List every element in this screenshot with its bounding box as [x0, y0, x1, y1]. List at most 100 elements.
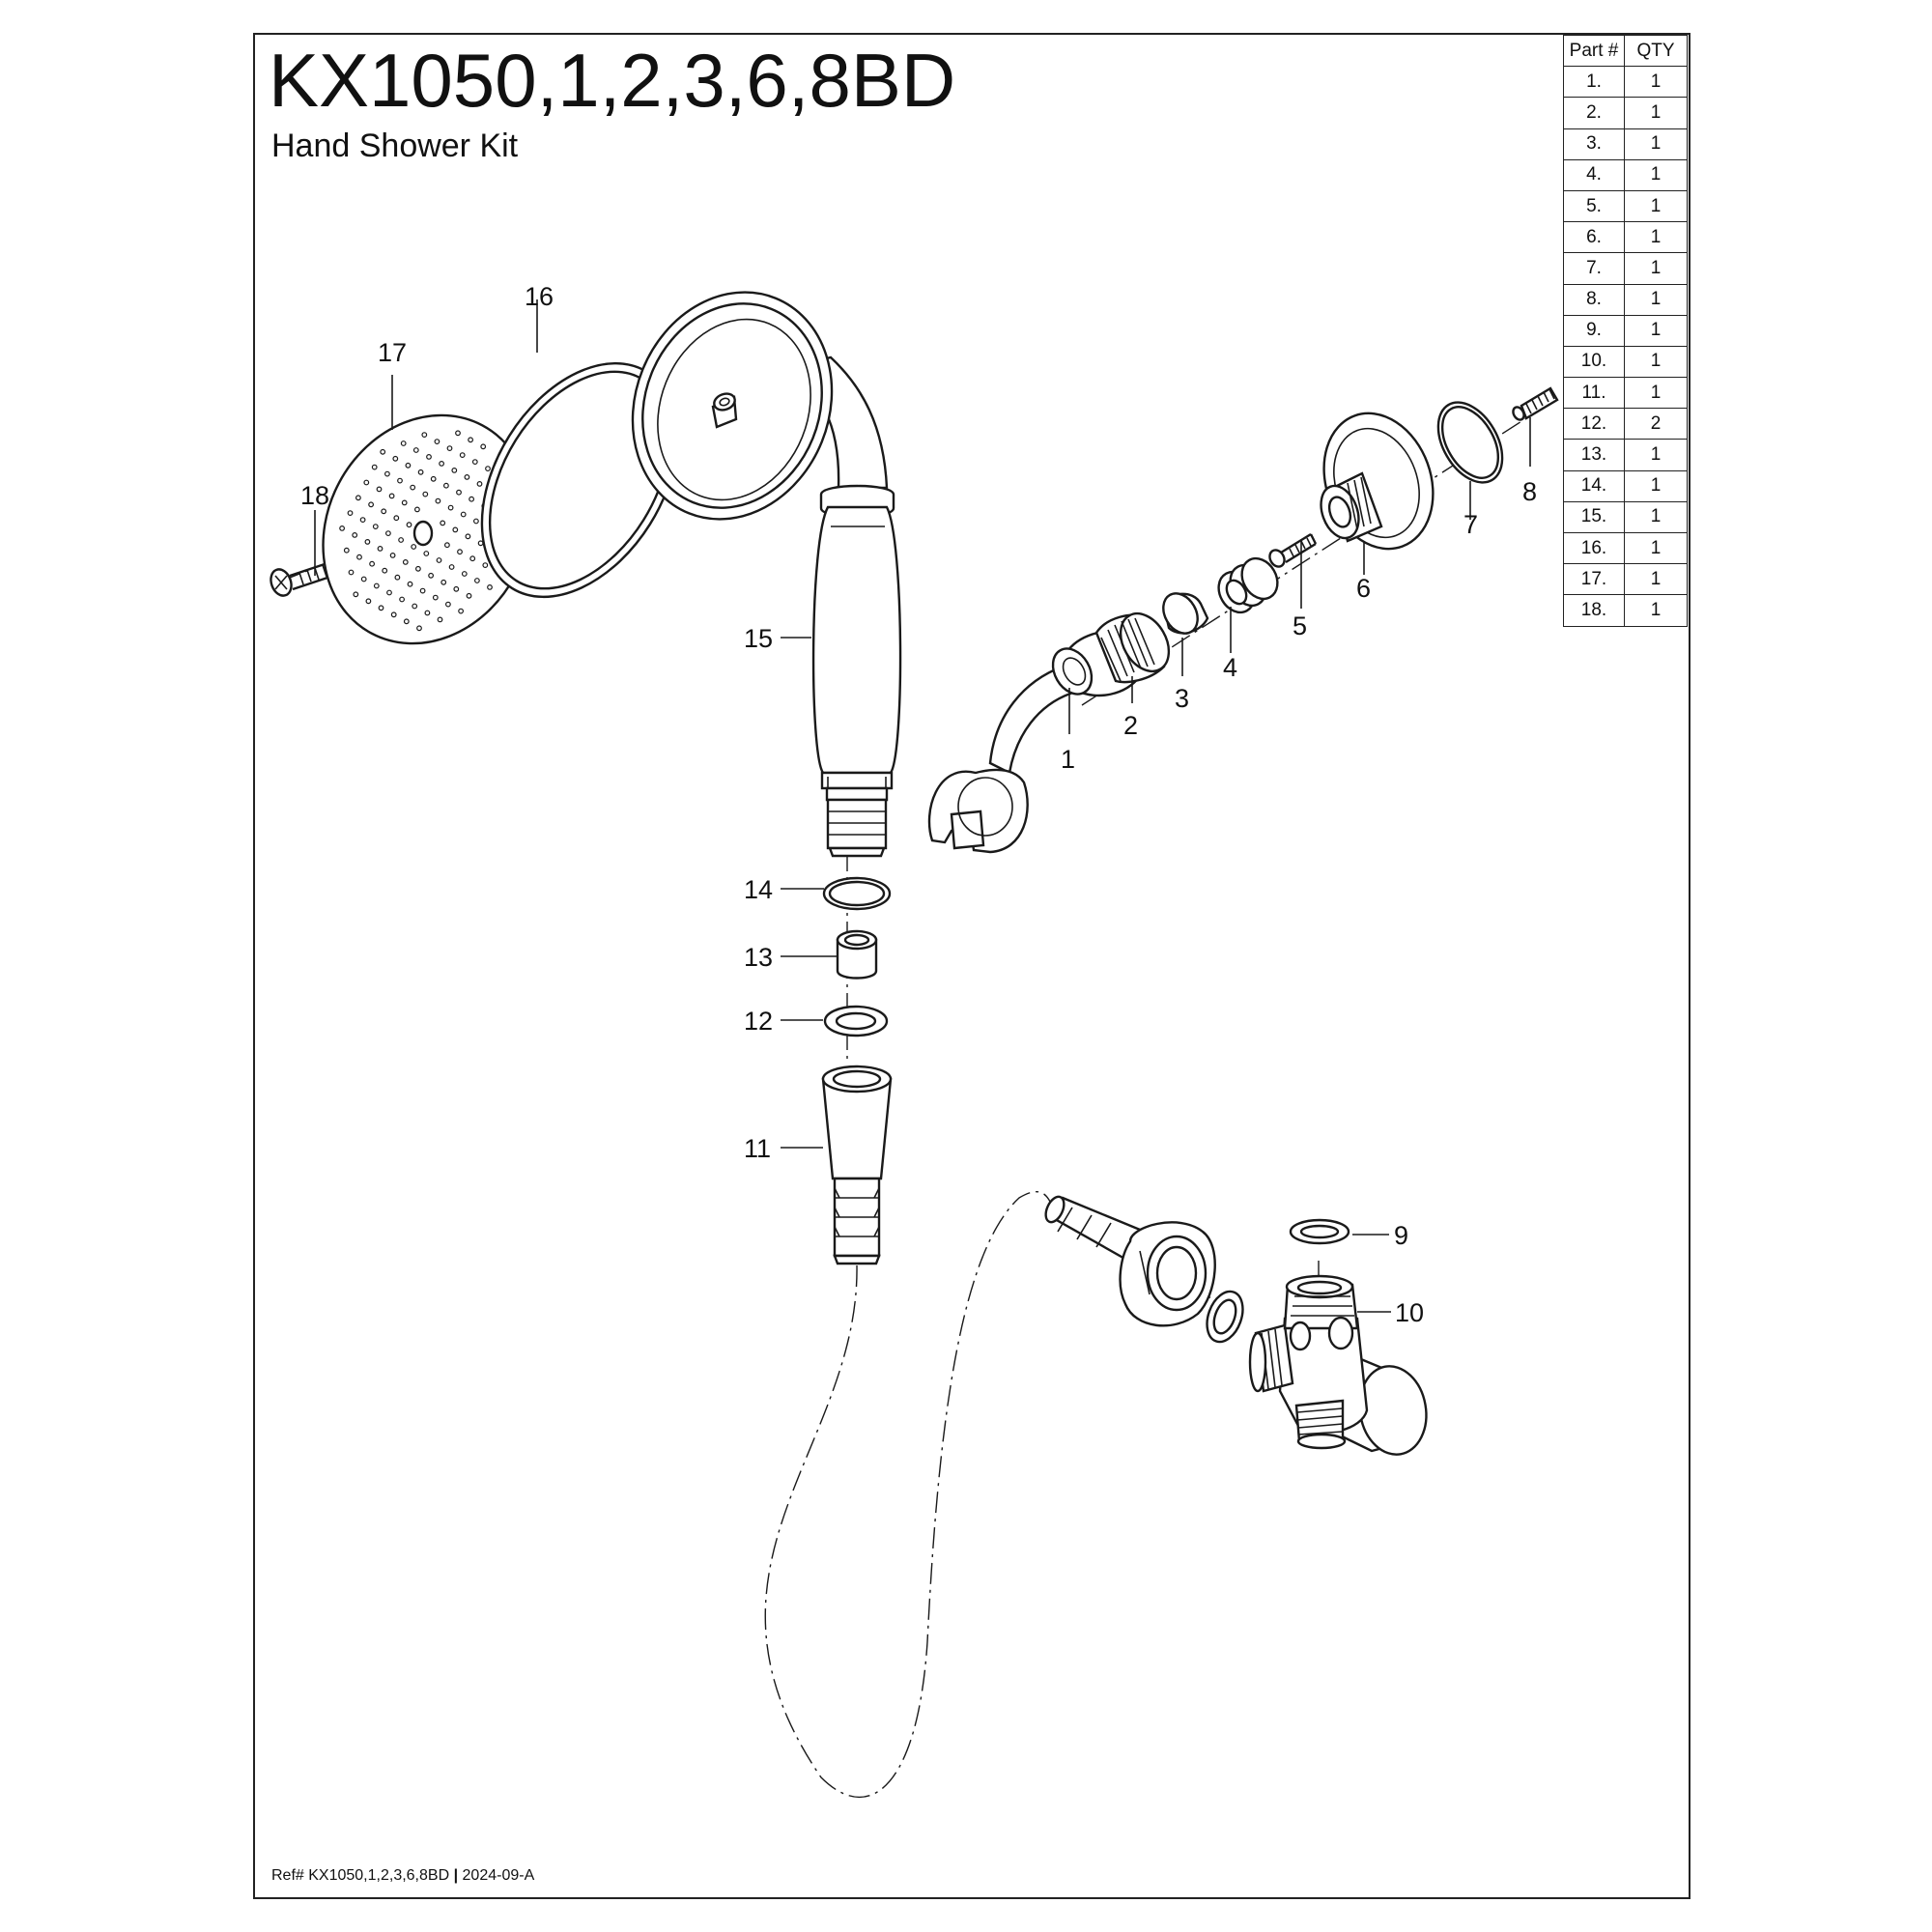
- spray-hole: [406, 522, 412, 528]
- spray-hole: [376, 486, 383, 493]
- table-row: 13.1: [1563, 439, 1688, 471]
- spray-hole: [417, 469, 424, 475]
- callout-10: 10: [1395, 1298, 1424, 1327]
- spray-hole: [424, 610, 431, 616]
- spray-hole: [381, 508, 387, 515]
- spray-hole: [372, 524, 379, 529]
- callout-2: 2: [1123, 711, 1138, 740]
- table-row: 12.2: [1563, 408, 1688, 440]
- part-number-cell: 5.: [1563, 189, 1625, 223]
- spray-hole: [480, 443, 487, 450]
- spring-4: [1217, 556, 1279, 614]
- spray-hole: [352, 532, 358, 538]
- spray-hole: [390, 611, 397, 618]
- washer-12: [823, 1005, 889, 1037]
- spray-hole: [401, 499, 408, 506]
- knurled-nut-2: [1051, 611, 1171, 697]
- callout-6: 6: [1356, 574, 1371, 603]
- spray-hole: [476, 481, 483, 487]
- spray-hole: [419, 587, 426, 594]
- spray-hole: [432, 594, 439, 601]
- qty-cell: 1: [1624, 531, 1688, 565]
- qty-cell: 1: [1624, 283, 1688, 316]
- qty-cell: 2: [1624, 408, 1688, 440]
- spray-hole: [384, 470, 390, 477]
- qty-cell: 1: [1624, 563, 1688, 596]
- spray-hole: [437, 616, 443, 623]
- spray-hole: [430, 475, 437, 482]
- spray-hole: [485, 466, 491, 472]
- qty-cell: 1: [1624, 221, 1688, 254]
- spray-hole: [435, 497, 441, 504]
- callout-18: 18: [300, 481, 329, 510]
- spray-hole: [343, 547, 350, 554]
- nut-washer: [1206, 1290, 1244, 1344]
- spray-hole: [385, 530, 391, 536]
- spray-hole: [434, 439, 440, 445]
- spray-hole: [447, 504, 454, 511]
- part-number-cell: 11.: [1563, 377, 1625, 410]
- qty-cell: 1: [1624, 594, 1688, 627]
- o-ring-7: [1436, 401, 1504, 484]
- holder-arm-1: [927, 665, 1072, 854]
- spray-hole: [414, 506, 420, 513]
- hose-path: [764, 1191, 1054, 1798]
- ref-separator: |: [453, 1867, 459, 1884]
- spray-hole: [440, 579, 447, 585]
- table-row: 16.1: [1563, 531, 1688, 565]
- spray-hole: [439, 461, 445, 467]
- part-number-cell: 17.: [1563, 563, 1625, 596]
- table-row: 11.1: [1563, 377, 1688, 410]
- spray-hole: [469, 555, 476, 562]
- spray-hole: [360, 576, 367, 582]
- spray-hole: [460, 511, 467, 518]
- screw-5: [1268, 532, 1318, 568]
- callout-9: 9: [1394, 1221, 1408, 1250]
- part-number-cell: 6.: [1563, 221, 1625, 254]
- callout-17: 17: [378, 338, 407, 367]
- callout-16: 16: [525, 282, 554, 311]
- spray-hole: [410, 484, 416, 491]
- spray-hole: [356, 554, 362, 560]
- hose-end-11: [821, 1065, 893, 1265]
- part-number-cell: 4.: [1563, 158, 1625, 191]
- spray-hole: [382, 567, 388, 574]
- spray-hole: [339, 526, 346, 531]
- spray-hole: [443, 482, 449, 489]
- spray-hole: [412, 447, 419, 453]
- washer-9: [1289, 1218, 1350, 1245]
- spray-hole: [468, 437, 474, 443]
- table-row: 18.1: [1563, 594, 1688, 627]
- spray-hole: [452, 526, 459, 533]
- spray-hole: [423, 551, 430, 556]
- table-row: 4.1: [1563, 158, 1688, 191]
- hand-shower-15: [631, 291, 902, 858]
- spray-hole: [446, 445, 453, 452]
- wall-anchor-8: [1512, 386, 1559, 421]
- qty-cell: 1: [1624, 66, 1688, 99]
- table-row: 5.1: [1563, 189, 1688, 223]
- spray-hole: [386, 589, 392, 596]
- part-number-cell: 18.: [1563, 594, 1625, 627]
- spray-hole: [398, 537, 405, 543]
- spray-hole: [422, 491, 429, 497]
- spray-hole: [412, 603, 418, 610]
- spray-hole: [464, 474, 470, 480]
- table-row: 1.1: [1563, 66, 1688, 99]
- spray-hole: [421, 432, 428, 439]
- bushing-13: [836, 929, 878, 980]
- hose-nut-fitting: [1044, 1195, 1216, 1327]
- callout-8: 8: [1522, 477, 1537, 506]
- spray-hole: [466, 592, 472, 599]
- gasket-ring-16: [480, 361, 679, 599]
- spray-hole: [487, 584, 493, 590]
- spray-hole: [416, 625, 422, 632]
- qty-cell: 1: [1624, 252, 1688, 285]
- reference-footer: Ref# KX1050,1,2,3,6,8BD | 2024-09-A: [271, 1867, 534, 1885]
- part-number-cell: 13.: [1563, 439, 1625, 471]
- cap-3: [1162, 592, 1209, 635]
- spray-hole: [461, 571, 468, 577]
- spray-hole: [405, 462, 412, 469]
